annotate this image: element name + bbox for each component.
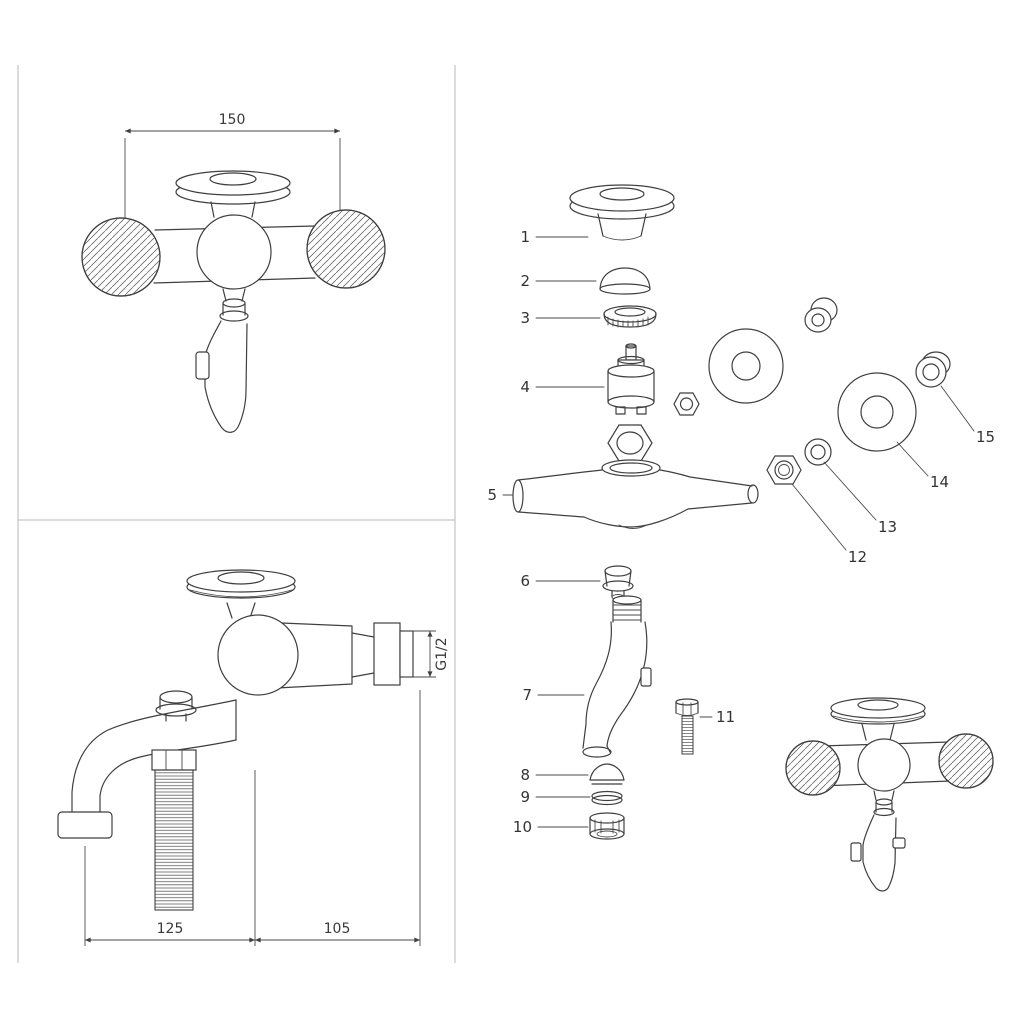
part-label-7: 7: [522, 686, 532, 704]
hose-band: [154, 769, 194, 911]
part-handle: [569, 184, 675, 241]
front-spout: [195, 320, 248, 433]
side-hose: [151, 749, 197, 911]
assembled-handle: [830, 697, 926, 741]
assembled-escutcheon-right: [938, 733, 994, 789]
front-view: 150: [81, 112, 386, 433]
side-thread-dimension: G1/2: [404, 630, 450, 678]
part-hex-nut-small: [673, 392, 700, 416]
part-label-6: 6: [520, 572, 530, 590]
part-label-3: 3: [520, 309, 530, 327]
side-spout: [57, 699, 237, 839]
part-label-5: 5: [487, 486, 497, 504]
hose-adapter: [151, 749, 197, 771]
front-handle: [175, 170, 291, 218]
assembled-escutcheon-left: [785, 740, 841, 796]
front-spout-outlet: [195, 351, 210, 380]
assembled-spout-outlet: [850, 842, 862, 862]
side-wall-flange: [373, 622, 401, 686]
part-body-hex-nut: [607, 424, 653, 462]
side-handle: [186, 569, 296, 619]
side-wall-plate: [399, 630, 414, 678]
part-label-1: 1: [520, 228, 530, 246]
part-escutcheon-lower: [837, 372, 917, 452]
assembled-view: [785, 697, 994, 892]
part-cartridge: [607, 343, 655, 415]
front-width-dim-label: 150: [219, 112, 246, 128]
side-diverter-knob: [155, 690, 197, 722]
part-spout: [582, 595, 652, 758]
part-label-11: 11: [716, 708, 735, 726]
part-diverter-knob: [602, 565, 634, 600]
part-aerator-insert: [589, 812, 625, 840]
panel-borders: [17, 65, 456, 963]
side-dimension-125-105: 125 105: [84, 690, 421, 946]
part-lock-ring: [603, 305, 657, 328]
part-label-13: 13: [878, 518, 897, 536]
part-washer: [591, 790, 623, 806]
part-label-14: 14: [930, 473, 949, 491]
part-dome-cap: [599, 267, 651, 295]
thread-size-label: G1/2: [434, 637, 450, 670]
spout-clip: [640, 667, 652, 687]
part-ring-upper: [804, 297, 838, 333]
part-ring-lower: [915, 351, 951, 388]
spout-reach-dim-label: 125: [157, 921, 184, 937]
part-mixer-body: [512, 459, 759, 529]
side-spout-outlet: [57, 811, 113, 839]
assembled-body: [819, 738, 951, 792]
part-label-10: 10: [513, 818, 532, 836]
front-hub: [196, 214, 272, 290]
part-label-12: 12: [848, 548, 867, 566]
front-dimension-150: 150: [124, 112, 341, 220]
side-view: G1/2 125 105: [57, 569, 450, 946]
part-callouts: 1 2 3 4 5 6 7 8 9 10 11 12 13 1: [487, 228, 995, 836]
part-label-4: 4: [520, 378, 530, 396]
part-label-2: 2: [520, 272, 530, 290]
side-hub: [217, 614, 299, 696]
part-hex-nut: [766, 455, 802, 485]
assembled-diverter: [873, 790, 895, 817]
part-label-15: 15: [976, 428, 995, 446]
front-body: [153, 214, 316, 290]
bolt-shaft: [681, 715, 694, 755]
wall-depth-dim-label: 105: [324, 921, 351, 937]
part-escutcheon-upper: [708, 328, 784, 404]
assembled-spout-lever: [892, 837, 906, 849]
exploded-view: 1 2 3 4 5 6 7 8 9 10 11 12 13 1: [487, 184, 995, 840]
front-escutcheon-left: [81, 217, 161, 297]
assembled-spout: [850, 814, 906, 892]
part-label-9: 9: [520, 788, 530, 806]
assembled-hub: [857, 738, 911, 792]
part-aerator-dome: [589, 763, 625, 785]
part-seal-washer: [804, 438, 832, 466]
front-diverter: [219, 288, 249, 322]
part-bolt: [675, 698, 699, 755]
part-label-8: 8: [520, 766, 530, 784]
side-body: [217, 614, 414, 696]
front-escutcheon-right: [306, 209, 386, 289]
